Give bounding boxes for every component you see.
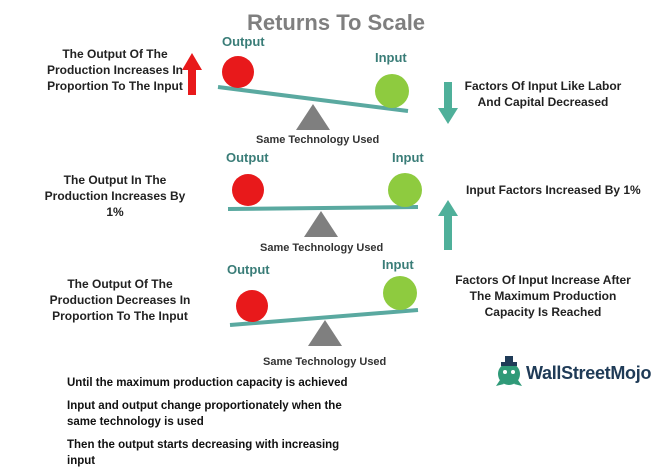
- scale-2-output-ball: [232, 174, 264, 206]
- scale-3-input-label: Input: [382, 257, 414, 272]
- scale-1-input-label: Input: [375, 50, 407, 65]
- scale-3-output-ball: [236, 290, 268, 322]
- scale-1-fulcrum-label: Same Technology Used: [256, 134, 380, 146]
- scale-3-fulcrum-label: Same Technology Used: [263, 356, 387, 368]
- scale-2-beam: [227, 205, 419, 211]
- scale-2-green-up-arrow-icon: [438, 200, 458, 250]
- scale-2-input-ball: [388, 173, 422, 207]
- scale-1-input-ball: [375, 74, 409, 108]
- scale-3-output-label: Output: [227, 262, 270, 277]
- note-3: Then the output starts decreasing with i…: [67, 439, 340, 467]
- scale-1-right-text: Factors Of Input Like Labor And Capital …: [464, 79, 622, 109]
- scale-3-input-ball: [383, 276, 417, 310]
- scale-3-beam: [229, 308, 419, 327]
- wallstreetmojo-logo-icon: [496, 356, 522, 386]
- page-title: Returns To Scale: [246, 10, 426, 35]
- scale-3-left-text: The Output Of The Production Decreases I…: [49, 277, 191, 323]
- scale-2-right-text: Input Factors Increased By 1%: [466, 183, 641, 197]
- scale-1-fulcrum: [296, 104, 330, 130]
- scale-1-red-up-arrow-icon: [182, 53, 202, 95]
- scale-3-fulcrum: [308, 320, 342, 346]
- scale-2-input-label: Input: [392, 150, 424, 165]
- scale-1-green-down-arrow-icon: [438, 82, 458, 124]
- scale-2-output-label: Output: [226, 150, 269, 165]
- scale-2-left-text: The Output In The Production Increases B…: [44, 173, 186, 219]
- scale-1-left-text: The Output Of The Production Increases I…: [46, 47, 184, 93]
- scale-1-beam: [217, 85, 409, 113]
- scale-2-fulcrum-label: Same Technology Used: [260, 242, 384, 254]
- scale-1-output-label: Output: [222, 34, 265, 49]
- scale-3-right-text: Factors Of Input Increase After The Maxi…: [455, 273, 631, 319]
- note-1: Until the maximum production capacity is…: [67, 377, 348, 389]
- note-2: Input and output change proportionately …: [67, 400, 342, 428]
- brand-name: WallStreetMojo: [526, 363, 652, 383]
- scale-1-output-ball: [222, 56, 254, 88]
- scale-2-fulcrum: [304, 211, 338, 237]
